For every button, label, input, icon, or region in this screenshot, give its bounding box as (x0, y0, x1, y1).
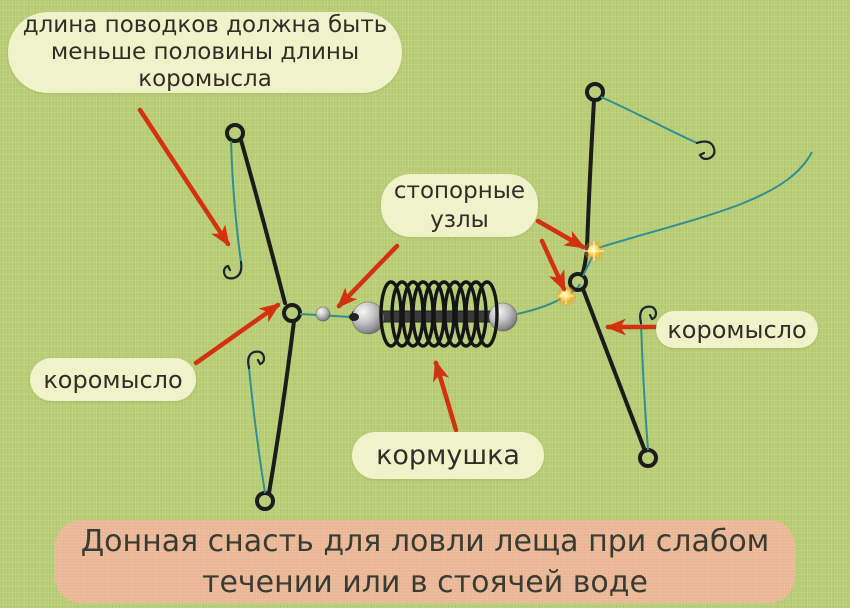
left-yoke-bottom-loop (255, 491, 275, 511)
caption-line: течении или в стоячей воде (201, 564, 648, 600)
pointer-arrows (137, 107, 658, 433)
feeder-spring-coils (379, 280, 499, 348)
bead-hole (349, 313, 359, 321)
left-leaders (230, 140, 266, 494)
arrow-stopper-upper-right (535, 218, 586, 250)
feeder-assembly (299, 280, 581, 348)
arrow-stopper-left (336, 243, 400, 309)
fish-hook-icon (639, 305, 658, 325)
callout-feeder: кормушка (352, 432, 544, 479)
arrow-yoke-left (193, 302, 281, 366)
feeder-right-bead (488, 302, 518, 332)
callout-line: длина поводков должна быть (22, 12, 388, 38)
stopper-bead-silver (315, 306, 331, 322)
main-line-to-rod (597, 151, 813, 249)
callout-stopper-knots: стопорные узлы (381, 174, 538, 237)
right-yoke-middle-loop (568, 272, 588, 292)
callout-line: меньше половины длины (50, 39, 360, 65)
caption-line: Донная снасть для ловли леща при слабом (80, 523, 770, 559)
callout-line: кормушка (376, 440, 520, 471)
fish-hook-icon (695, 140, 716, 161)
right-bottom-leader-line (640, 322, 649, 451)
fish-hook-icon (247, 350, 266, 370)
callout-line: коромысло (43, 365, 183, 394)
callout-line: узлы (430, 206, 489, 233)
right-lines (582, 96, 813, 451)
right-yoke-top-loop (585, 82, 605, 102)
callout-yoke-left: коромысло (30, 358, 196, 401)
glint-icon (584, 241, 604, 261)
right-top-leader-line (600, 96, 698, 144)
callout-line: стопорные (393, 177, 526, 204)
left-yoke-middle-loop (282, 303, 302, 323)
callout-leader-length-note: длина поводков должна быть меньше полови… (8, 12, 402, 93)
left-hooks (222, 260, 266, 370)
arrow-feeder (433, 359, 459, 433)
caption-banner: Донная снасть для ловли леща при слабом … (55, 520, 795, 603)
right-yoke-bottom-loop (638, 448, 658, 468)
callout-line: коромысла (138, 66, 272, 92)
right-hooks (639, 140, 716, 325)
arrow-leader-note (137, 107, 231, 247)
left-yoke-top-loop (225, 123, 245, 143)
left-bottom-leader-line (248, 367, 266, 494)
arrow-stopper-lower-right (539, 238, 567, 292)
left-top-leader-line (230, 140, 242, 263)
callout-line: коромысло (667, 315, 807, 344)
glint-icon (558, 288, 574, 304)
callout-yoke-right: коромысло (656, 311, 818, 348)
fish-hook-icon (222, 260, 243, 280)
